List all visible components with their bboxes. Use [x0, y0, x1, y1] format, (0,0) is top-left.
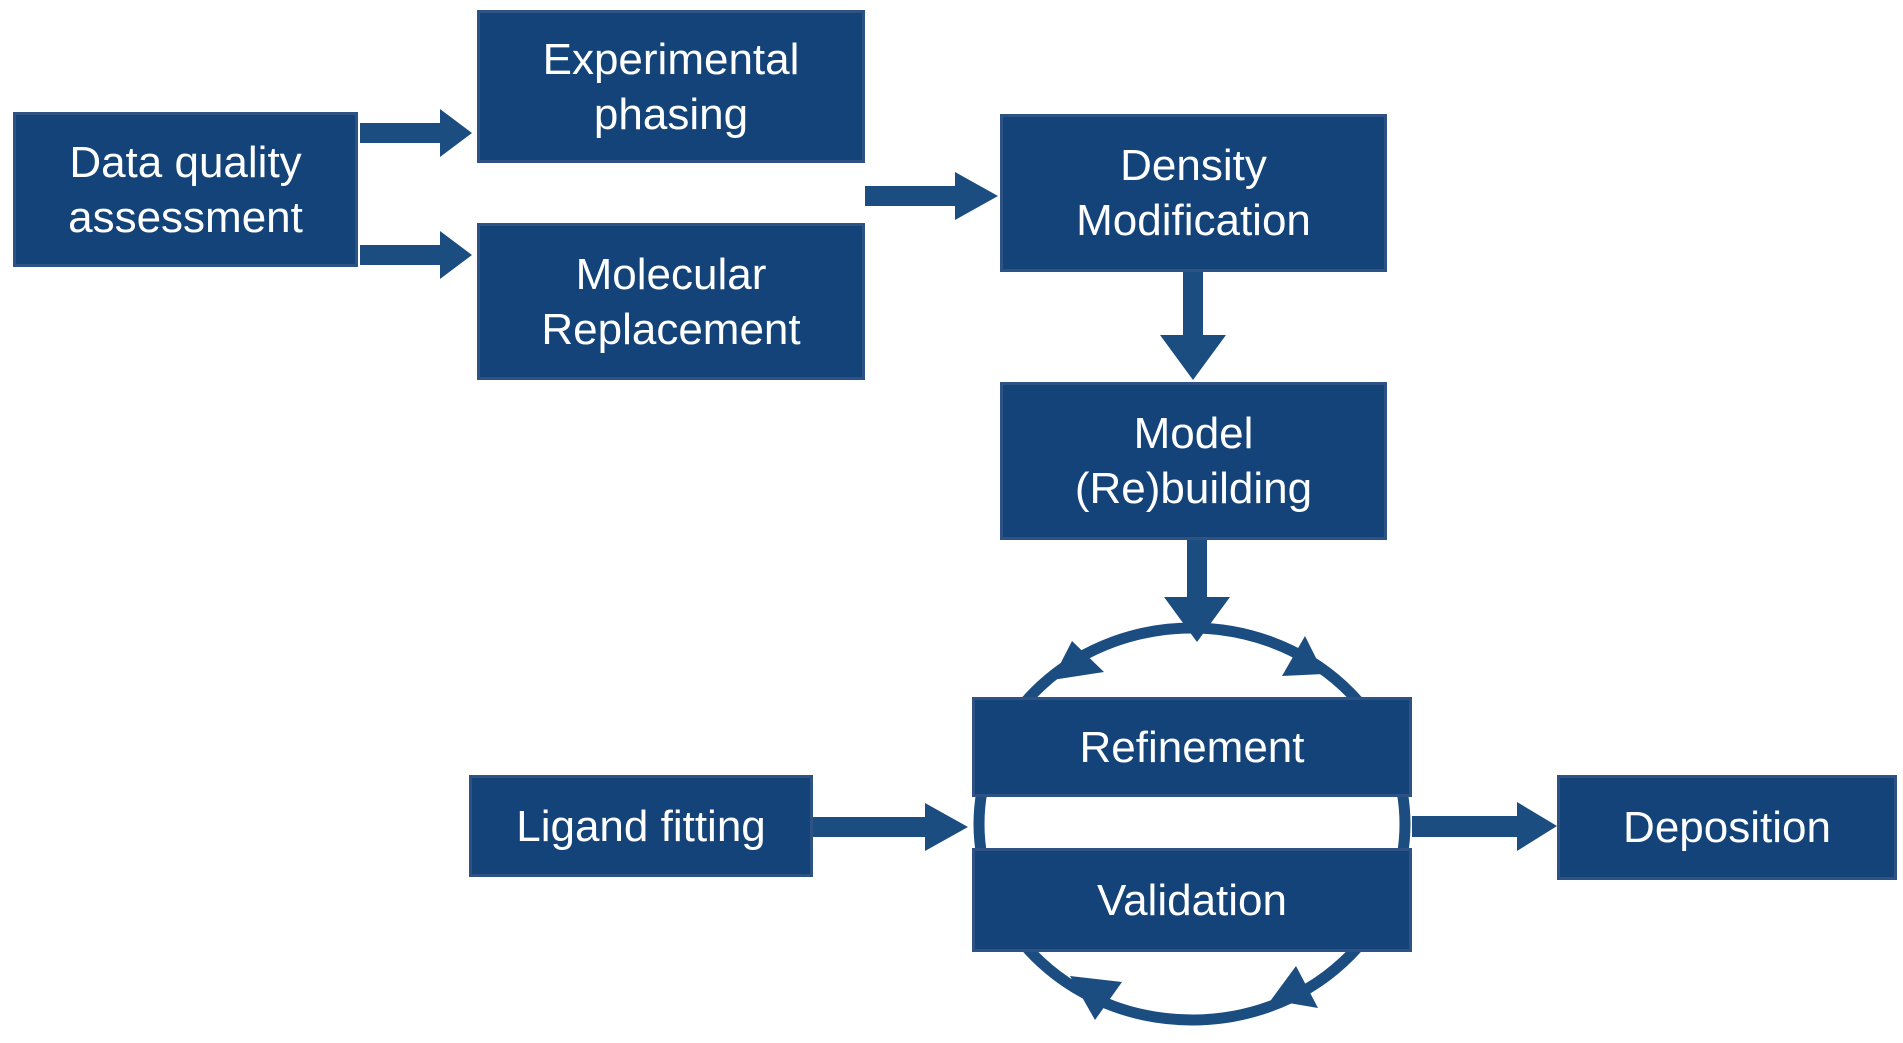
node-density-modification: Density Modification — [1000, 114, 1387, 272]
node-label: Density — [1120, 141, 1267, 190]
node-label: (Re)building — [1074, 464, 1313, 513]
cycle-arrowhead-bottom-right-icon — [1271, 966, 1318, 1008]
node-experimental-phasing: Experimental phasing — [477, 10, 865, 163]
node-label: Deposition — [1623, 803, 1831, 852]
node-label: Replacement — [541, 304, 801, 354]
cycle-arrowhead-top-left-icon — [1052, 641, 1104, 680]
node-validation: Validation — [972, 848, 1412, 952]
node-deposition: Deposition — [1557, 775, 1897, 880]
node-label: Model — [1133, 409, 1254, 458]
node-label: assessment — [68, 192, 303, 242]
node-label: Molecular — [575, 249, 767, 299]
node-label: Validation — [1097, 875, 1287, 925]
node-label: Refinement — [1079, 722, 1305, 772]
arrow-phasing-to-density-modification — [865, 172, 998, 220]
node-label: phasing — [593, 89, 749, 139]
arrow-density-to-model-rebuilding — [1160, 272, 1226, 380]
arrow-dataquality-to-experimental-phasing — [360, 109, 472, 157]
node-label: Data quality — [69, 137, 302, 187]
node-molecular-replacement: Molecular Replacement — [477, 223, 865, 380]
cycle-arrowhead-top-right-icon — [1282, 636, 1324, 676]
arrow-ligand-to-cycle — [813, 803, 968, 851]
arrow-model-to-cycle — [1164, 540, 1230, 642]
node-refinement: Refinement — [972, 697, 1412, 797]
cycle-arrowhead-bottom-left-icon — [1070, 976, 1122, 1020]
node-label: Ligand fitting — [516, 801, 766, 851]
node-ligand-fitting: Ligand fitting — [469, 775, 813, 877]
arrow-dataquality-to-molecular-replacement — [360, 231, 472, 279]
node-label: Modification — [1076, 196, 1311, 245]
arrow-cycle-to-deposition — [1412, 802, 1557, 851]
refinement-validation-cycle-ring — [973, 622, 1411, 1026]
node-data-quality-assessment: Data quality assessment — [13, 112, 358, 267]
node-label: Experimental — [542, 34, 800, 84]
node-model-rebuilding: Model (Re)building — [1000, 382, 1387, 540]
